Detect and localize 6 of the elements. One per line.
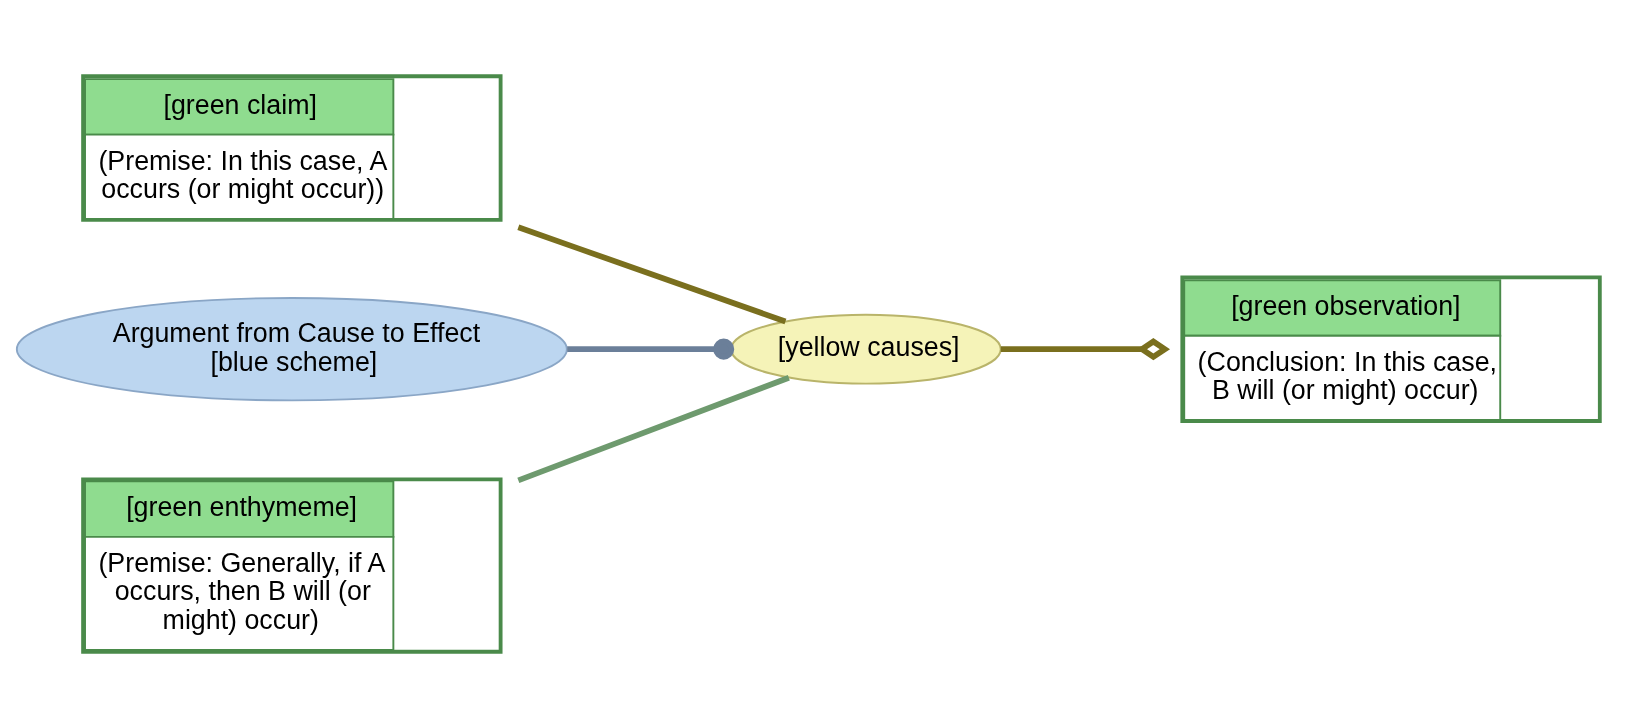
connector xyxy=(1000,338,1171,361)
node-ellipse: [yellow causes] xyxy=(730,313,1002,385)
connector xyxy=(567,338,735,360)
connector xyxy=(517,375,790,484)
connector xyxy=(517,224,787,325)
node-ellipse: Argument from Cause to Effect [blue scheme] xyxy=(15,297,568,402)
